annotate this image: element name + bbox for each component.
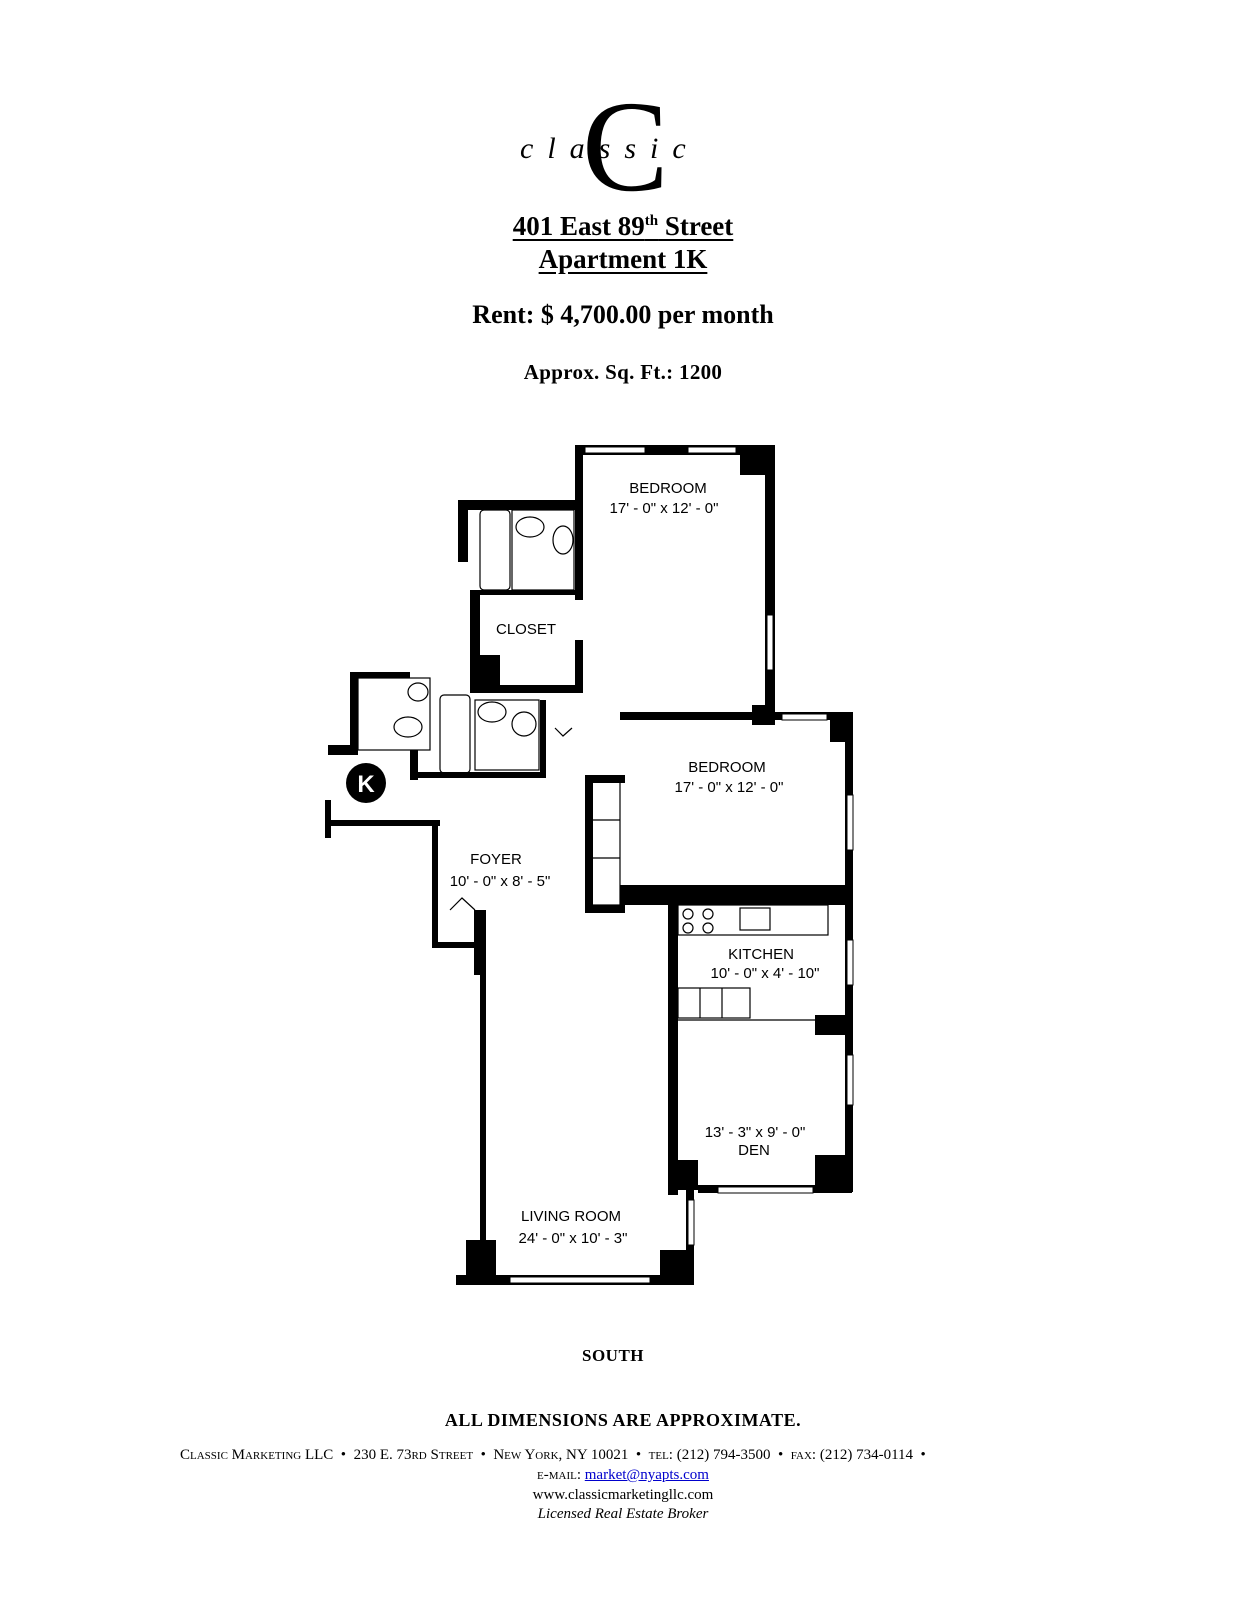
footer-company: Classic Marketing LLC [180,1447,334,1463]
compass-direction: SOUTH [581,1346,645,1365]
room-size: 10' - 0" x 8' - 5" [450,873,551,890]
room-label: LIVING ROOM [521,1208,621,1225]
dimensions-disclaimer: ALL DIMENSIONS ARE APPROXIMATE. [444,1410,802,1430]
footer-contact-line: Classic Marketing LLC • 230 E. 73rd Stre… [180,1447,926,1463]
room-label: DEN [738,1142,770,1159]
footer-fax-label: fax: [790,1447,817,1463]
listing-address: 401 East 89th Street [512,211,734,241]
entrance-marker: K [346,763,386,803]
fixtures [357,509,838,1021]
room-label: BEDROOM [629,480,707,497]
classic-logo: C classic [520,86,700,204]
footer-address: 230 E. 73rd Street [353,1447,474,1463]
room-label: KITCHEN [728,946,794,963]
room-size: 24' - 0" x 10' - 3" [519,1230,628,1247]
footer-city: New York, NY 10021 [493,1447,629,1463]
rent-price: Rent: $ 4,700.00 per month [472,300,774,329]
room-size: 13' - 3" x 9' - 0" [705,1124,806,1141]
floor-plan: K BEDROOM 17' - 0" x 12' - 0" CLOSET BED… [325,445,854,1285]
footer-fax: (212) 734-0114 [819,1447,914,1463]
windows [509,446,854,1284]
footer-website: www.classicmarketingllc.com [532,1487,714,1503]
entrance-marker-letter: K [357,771,375,798]
footer-email-line: e-mail: market@nyapts.com [0,1467,1246,1484]
room-size: 17' - 0" x 12' - 0" [610,500,719,517]
apartment-number: Apartment 1K [538,244,708,274]
entrance-marker-circle [346,763,386,803]
room-size: 17' - 0" x 12' - 0" [675,779,784,796]
walls [325,445,853,1285]
logo-monogram: C [582,86,669,204]
footer-license: Licensed Real Estate Broker [537,1506,709,1522]
footer-email-label: e-mail: [537,1467,582,1483]
footer-tel: (212) 794-3500 [676,1447,771,1463]
logo-wordmark: classic [520,132,700,165]
footer-email-link[interactable]: market@nyapts.com [584,1467,709,1483]
room-label: CLOSET [496,621,556,638]
footer-tel-label: tel: [648,1447,673,1463]
room-size: 10' - 0" x 4' - 10" [711,965,820,982]
square-footage: Approx. Sq. Ft.: 1200 [523,360,723,384]
room-label: FOYER [470,851,522,868]
room-label: BEDROOM [688,759,766,776]
